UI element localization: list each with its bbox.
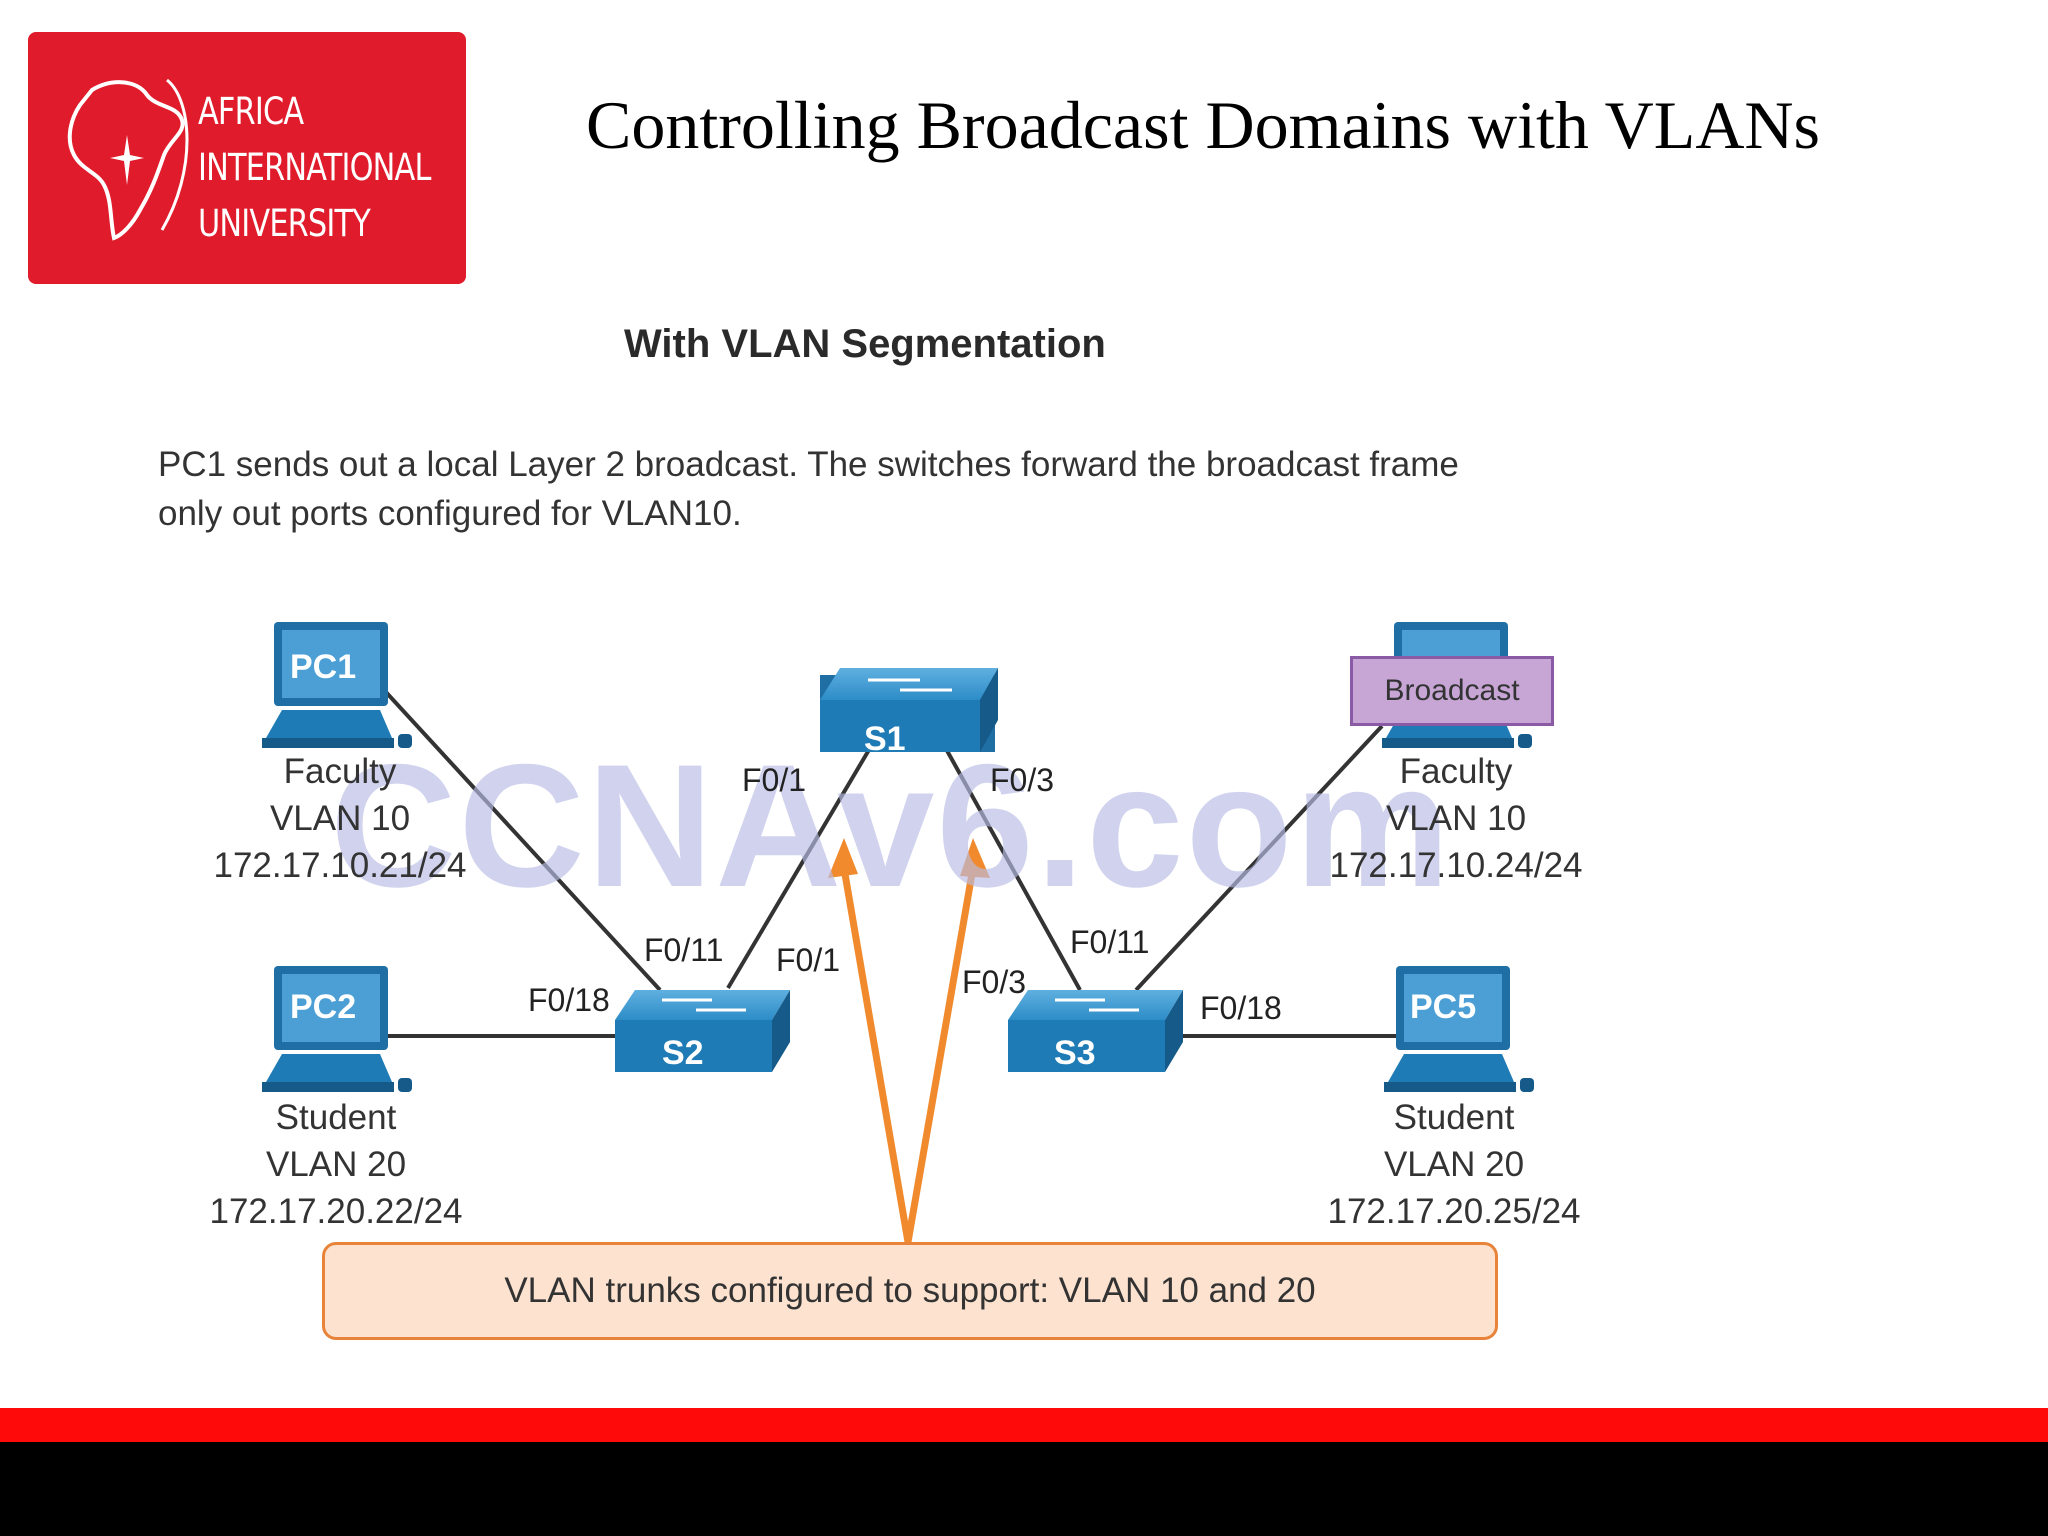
port-label-s2-f01: F0/1 [776,942,841,978]
link-s3-pc4 [1134,724,1384,992]
port-label-s1-f03: F0/3 [990,762,1055,798]
switch-s2-label: S2 [662,1034,704,1072]
port-label-s1-f01: F0/1 [742,762,807,798]
pc2-info: Student VLAN 20 172.17.20.22/24 [209,1098,463,1231]
slide-title: Controlling Broadcast Domains with VLANs [586,87,1820,163]
pc4-info: Faculty VLAN 10 172.17.10.24/24 [1329,752,1583,885]
footer-red-bar [0,1408,2048,1442]
pc1-name: PC1 [290,648,357,686]
pc5-computer-icon [1384,966,1534,1092]
port-label-s3-f03: F0/3 [962,964,1027,1000]
description: PC1 sends out a local Layer 2 broadcast.… [158,445,1459,533]
pc5-info: Student VLAN 20 172.17.20.25/24 [1327,1098,1581,1231]
port-label-s3-f018: F0/18 [1200,990,1282,1026]
pc5-name: PC5 [1410,988,1477,1026]
port-label-s2-f018: F0/18 [528,982,610,1018]
broadcast-badge: Broadcast [1350,656,1554,726]
link-s2-s1 [726,736,878,990]
port-label-s2-f011: F0/11 [644,932,724,968]
switch-s2 [615,990,790,1072]
section-title: With VLAN Segmentation [624,322,1106,366]
arrow-head-right [960,838,990,878]
switch-s3 [1008,990,1183,1072]
university-logo: AFRICA INTERNATIONAL UNIVERSITY [28,32,466,284]
pc1-info: Faculty VLAN 10 172.17.10.21/24 [213,752,467,885]
arrow-head-left [828,838,858,878]
switch-s3-label: S3 [1054,1034,1096,1072]
africa-map-icon [67,78,189,241]
pc1-computer-icon [262,622,412,748]
footer-black-bar [0,1442,2048,1536]
link-pc1-s2 [382,688,662,992]
watermark-text: CCNAv6.com [330,729,1453,924]
trunk-note: VLAN trunks configured to support: VLAN … [322,1242,1498,1340]
link-s1-s3 [938,737,1082,991]
switch-s1 [820,668,998,752]
switch-s1-label: S1 [864,720,906,758]
port-label-s3-f011: F0/11 [1070,924,1150,960]
logo-text: AFRICA INTERNATIONAL UNIVERSITY [198,90,431,245]
pc2-name: PC2 [290,988,357,1026]
trunk-arrows [840,867,977,1243]
pc2-computer-icon [262,966,412,1092]
